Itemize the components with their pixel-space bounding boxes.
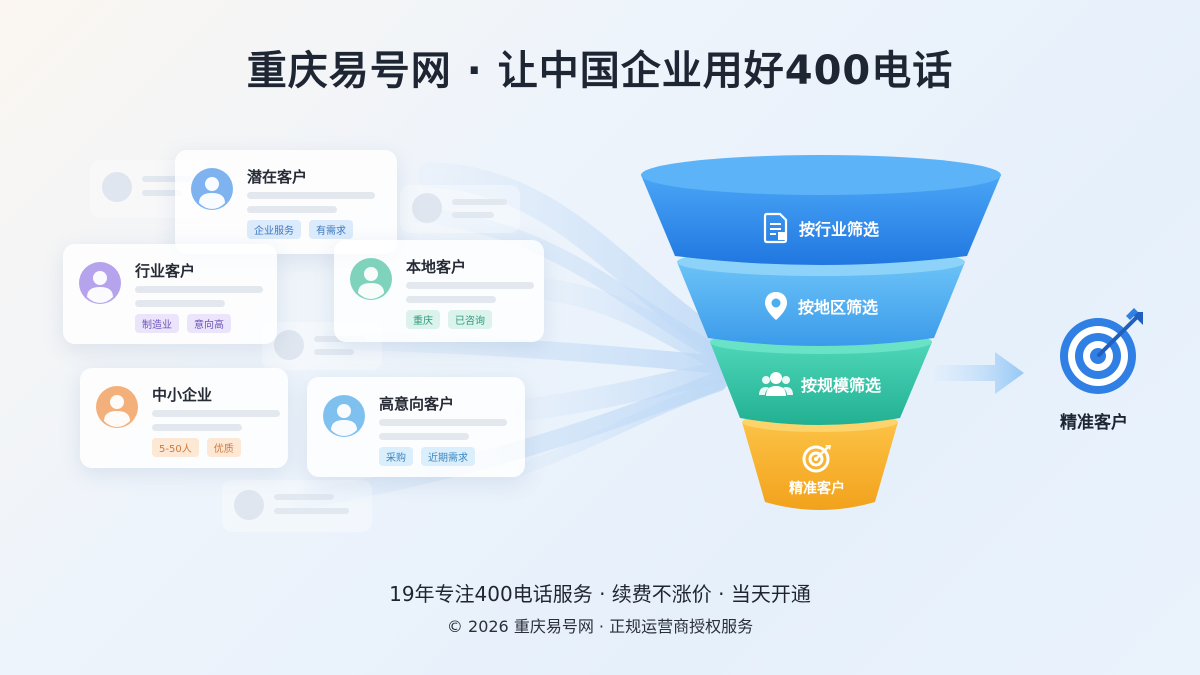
document-icon — [763, 212, 788, 244]
card-name: 行业客户 — [135, 262, 196, 280]
card-tag: 已咨询 — [448, 310, 492, 329]
avatar — [79, 262, 121, 304]
card-tag: 5-50人 — [152, 438, 199, 457]
avatar — [191, 168, 233, 210]
footer-copyright: © 2026 重庆易号网 · 正规运营商授权服务 — [446, 617, 754, 636]
customer-card: 本地客户 重庆 已咨询 — [334, 240, 544, 342]
footer-slogan: 19年专注400电话服务 · 续费不涨价 · 当天开通 — [389, 582, 811, 606]
card-tag: 企业服务 — [247, 220, 301, 239]
ghost-card — [400, 185, 520, 233]
card-tag: 意向高 — [187, 314, 231, 333]
card-name: 潜在客户 — [247, 168, 308, 186]
card-tag: 优质 — [206, 438, 241, 457]
avatar — [323, 395, 365, 437]
funnel-label-1: 按行业筛选 — [761, 212, 879, 244]
funnel-label-text: 按行业筛选 — [799, 220, 880, 239]
funnel-label-text: 按规模筛选 — [801, 376, 882, 395]
ghost-avatar — [234, 490, 264, 520]
customer-card: 潜在客户 企业服务 有需求 — [175, 150, 397, 254]
avatar — [96, 386, 138, 428]
funnel-label-4: 精准客户 — [789, 442, 845, 498]
card-tag: 重庆 — [406, 310, 440, 329]
ghost-avatar — [102, 172, 132, 202]
funnel-label-3: 按规模筛选 — [759, 369, 881, 399]
result-label: 精准客户 — [1060, 413, 1128, 433]
ghost-card — [222, 480, 372, 532]
funnel-label-text: 按地区筛选 — [798, 298, 879, 317]
target-arrow-icon — [1060, 308, 1143, 394]
ghost-avatar — [274, 330, 304, 360]
card-name: 中小企业 — [152, 386, 213, 404]
customer-card: 中小企业 5-50人 优质 — [80, 368, 288, 468]
funnel-stage-1 — [641, 175, 1001, 265]
customer-card: 高意向客户 采购 近期需求 — [307, 377, 525, 477]
avatar — [350, 258, 392, 300]
card-name: 高意向客户 — [379, 395, 455, 413]
card-name: 本地客户 — [406, 258, 467, 276]
target-icon — [802, 445, 831, 473]
page-title: 重庆易号网 · 让中国企业用好400电话 — [246, 48, 954, 94]
card-tag: 采购 — [379, 447, 413, 466]
customer-card: 行业客户 制造业 意向高 — [63, 244, 277, 344]
funnel-label-2: 按地区筛选 — [762, 290, 878, 322]
location-pin-icon — [765, 292, 787, 320]
ghost-avatar — [412, 193, 442, 223]
card-tag: 有需求 — [309, 220, 353, 239]
flow-arrow — [935, 352, 1024, 394]
funnel-stage-3 — [710, 342, 932, 425]
funnel-label-text: 精准客户 — [789, 481, 845, 497]
card-tag: 近期需求 — [421, 447, 475, 466]
group-icon — [759, 372, 793, 396]
funnel-stage-4 — [742, 422, 898, 510]
card-tag: 制造业 — [135, 314, 179, 333]
funnel-stage-2 — [677, 262, 965, 346]
